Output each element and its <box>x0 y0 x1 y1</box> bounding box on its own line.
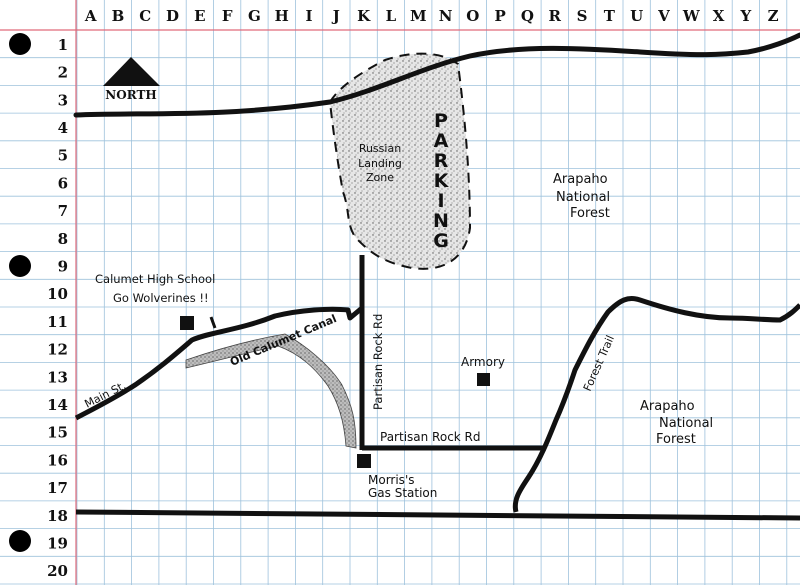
road-south <box>75 509 800 521</box>
column-header: M <box>410 7 427 25</box>
column-header: U <box>630 7 643 25</box>
column-header: S <box>577 7 588 25</box>
column-header: Q <box>521 7 534 25</box>
forest-label-south: Arapaho National Forest <box>640 399 713 447</box>
landing-zone-line: Russian <box>359 142 401 155</box>
column-header: R <box>549 7 562 25</box>
forest-line: Forest <box>570 206 610 221</box>
parking-letter: P <box>434 110 448 132</box>
landing-zone-label: Russian Landing Zone <box>358 142 402 184</box>
north-arrow-icon <box>103 57 160 86</box>
school-label: Calumet High School Go Wolverines !! <box>95 272 215 305</box>
column-header: H <box>275 7 289 25</box>
row-header: 9 <box>58 257 68 275</box>
column-header: X <box>713 7 725 25</box>
row-header: 16 <box>47 451 68 469</box>
binder-hole <box>9 255 31 277</box>
armory-label: Armory <box>461 355 505 369</box>
forest-trail-road <box>512 296 800 513</box>
forest-line: National <box>556 190 610 205</box>
parking-area <box>328 52 472 270</box>
landing-zone-line: Zone <box>366 171 394 184</box>
column-header: Y <box>739 7 751 25</box>
column-header: D <box>166 7 179 25</box>
column-header: W <box>682 7 701 25</box>
column-header: T <box>604 7 616 25</box>
column-header: J <box>331 7 340 25</box>
forest-line: National <box>659 416 713 431</box>
row-header: 15 <box>47 424 68 442</box>
forest-line: Forest <box>656 432 696 447</box>
gas-station-line: Gas Station <box>368 486 437 500</box>
forest-trail-label: Forest Trail <box>581 333 617 393</box>
column-header: N <box>439 7 453 25</box>
binder-hole <box>9 33 31 55</box>
row-header: 4 <box>58 119 68 137</box>
column-header: B <box>112 7 125 25</box>
row-header: 13 <box>47 368 68 386</box>
row-header: 17 <box>47 479 68 497</box>
row-header: 18 <box>47 507 68 525</box>
column-header: O <box>466 7 479 25</box>
parking-letter: R <box>434 150 449 172</box>
row-header: 14 <box>47 396 68 414</box>
parking-letter: G <box>433 230 449 252</box>
school-slogan: Go Wolverines !! <box>113 291 209 305</box>
parking-letter: K <box>434 170 450 192</box>
school-marker <box>180 316 194 330</box>
parking-letter: N <box>433 210 449 232</box>
road-north <box>73 32 800 118</box>
armory-marker <box>477 373 490 386</box>
column-header: F <box>222 7 233 25</box>
forest-label-north: Arapaho National Forest <box>553 172 610 221</box>
column-header: G <box>248 7 261 25</box>
row-header: 3 <box>58 91 68 109</box>
main-st-road <box>74 306 364 421</box>
partisan-rock-rd-vertical-label: Partisan Rock Rd <box>371 314 385 410</box>
gas-station-marker <box>357 454 371 468</box>
row-header: 1 <box>58 36 68 54</box>
school-dash <box>209 316 217 329</box>
column-header: Z <box>768 7 779 25</box>
parking-letter: A <box>434 130 449 152</box>
school-name: Calumet High School <box>95 272 215 286</box>
row-header: 8 <box>58 230 68 248</box>
row-header: 12 <box>47 341 68 359</box>
column-header: L <box>386 7 397 25</box>
row-header: 2 <box>58 64 68 82</box>
binder-hole <box>9 530 31 552</box>
row-header: 11 <box>47 313 68 331</box>
gas-station-line: Morris's <box>368 473 415 487</box>
column-header: V <box>657 7 670 25</box>
column-header: P <box>495 7 506 25</box>
row-header: 6 <box>58 174 68 192</box>
forest-line: Arapaho <box>640 399 695 414</box>
calumet-canal <box>185 333 357 449</box>
row-header: 19 <box>47 534 68 552</box>
row-header: 5 <box>58 147 68 165</box>
north-label: NORTH <box>105 88 156 102</box>
row-header: 7 <box>58 202 68 220</box>
forest-line: Arapaho <box>553 172 608 187</box>
column-header: I <box>306 7 313 25</box>
column-header: C <box>139 7 151 25</box>
column-header: E <box>194 7 205 25</box>
gas-station-label: Morris's Gas Station <box>368 473 437 500</box>
parking-letter: I <box>437 190 444 212</box>
parking-label: P A R K I N G <box>433 110 450 252</box>
row-header: 20 <box>47 562 68 580</box>
partisan-rock-rd-horizontal-label: Partisan Rock Rd <box>380 430 481 444</box>
column-header: K <box>357 7 371 25</box>
landing-zone-line: Landing <box>358 157 402 170</box>
row-header: 10 <box>47 285 68 303</box>
column-header: A <box>84 7 97 25</box>
canal-label: Old Calumet Canal <box>228 312 338 369</box>
